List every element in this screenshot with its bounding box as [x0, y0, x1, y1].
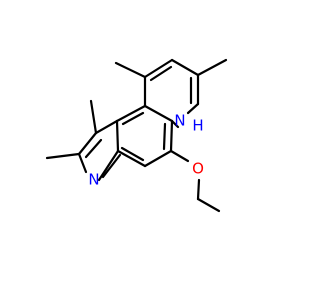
bond: [170, 119, 180, 129]
pyrrole-nitrogen-label: N: [88, 171, 99, 189]
methoxy-oxygen-label: O: [192, 160, 204, 178]
bond: [170, 58, 200, 77]
bond: [97, 149, 120, 182]
bond: [115, 119, 120, 153]
bond: [84, 138, 103, 159]
atom-label-set: N N H O: [88, 112, 204, 189]
amine-hydrogen-label: H: [192, 117, 203, 135]
bond: [77, 152, 88, 174]
bond: [120, 146, 145, 162]
bond: [77, 131, 98, 156]
bond: [115, 104, 147, 123]
bond: [143, 149, 173, 168]
bond: [121, 111, 145, 126]
molecule-structure-diagram: N N H O: [45, 58, 228, 213]
bond: [169, 149, 190, 163]
bond: [89, 99, 98, 135]
bond: [101, 153, 122, 179]
bond: [45, 152, 81, 160]
bond: [196, 58, 228, 77]
bond: [169, 119, 174, 153]
bond: [186, 102, 200, 115]
bond: [143, 58, 174, 79]
bond: [114, 61, 147, 79]
bond: [196, 178, 201, 201]
bond: [196, 197, 221, 213]
bond: [162, 122, 167, 151]
bond: [143, 104, 174, 123]
amine-nitrogen-label: N: [174, 112, 185, 130]
bond: [149, 65, 173, 82]
bond: [94, 119, 119, 135]
bond-set: [45, 58, 228, 213]
bond: [116, 149, 147, 168]
